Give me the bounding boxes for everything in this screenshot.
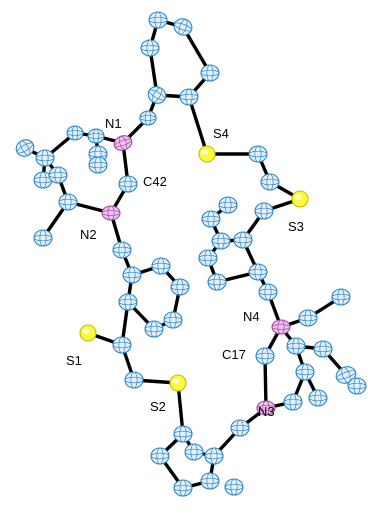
atom-c5: [147, 86, 167, 104]
atom-c21: [170, 278, 190, 296]
atom-c43: [295, 363, 315, 381]
atom-c33: [224, 478, 244, 496]
atom-c15: [88, 156, 108, 174]
atom-c22: [163, 311, 183, 329]
atom-c42: [118, 175, 138, 193]
atom-c28: [150, 447, 170, 465]
atom-c32: [184, 443, 204, 461]
atom-label-s1: S1: [66, 353, 82, 368]
atom-c14: [48, 166, 68, 184]
atom-c48: [233, 231, 253, 249]
atom-n3: [256, 400, 276, 416]
atom-c27: [173, 425, 193, 443]
atom-c41: [347, 377, 367, 395]
atom-label-n3: N3: [258, 404, 275, 419]
label-layer: N1 S4 C42 N2 S3 N4 C17 S1 S2 N3: [66, 116, 304, 419]
atom-s4: [198, 145, 216, 163]
atom-c8: [87, 128, 105, 144]
atom-c56: [248, 145, 268, 163]
atom-c16: [58, 193, 78, 211]
atom-c47: [248, 263, 268, 281]
atom-c24: [118, 293, 138, 311]
atom-c20: [151, 257, 171, 275]
atom-c4: [179, 88, 199, 106]
atom-s2: [169, 374, 187, 392]
atom-c29: [173, 479, 193, 497]
atom-c17: [33, 229, 53, 247]
atom-c25: [112, 336, 132, 354]
atom-c50: [198, 249, 218, 267]
atom-c54: [254, 202, 274, 220]
atom-c51: [207, 273, 227, 291]
atom-c2: [173, 18, 193, 36]
atom-label-c17: C17: [222, 347, 246, 362]
atom-label-n2: N2: [80, 227, 97, 242]
atom-c49: [211, 232, 231, 250]
atom-c31: [204, 447, 224, 465]
atom-c38: [331, 288, 351, 306]
atom-c18: [112, 241, 132, 259]
atom-c36: [286, 337, 306, 355]
atom-c44: [283, 393, 303, 411]
atom-n1: [113, 135, 133, 151]
atom-c55: [260, 173, 280, 191]
bond-s4-c4: [187, 95, 209, 156]
bond-n3-c35: [263, 354, 268, 410]
atom-label-n1: N1: [105, 116, 122, 131]
atom-c53: [218, 196, 238, 214]
atom-c23: [144, 320, 164, 338]
atom-c1: [148, 11, 168, 29]
atom-c11: [15, 139, 35, 157]
atom-label-c42: C42: [143, 174, 167, 189]
atom-c34: [230, 419, 250, 437]
atom-label-s2: S2: [150, 399, 166, 414]
atom-c12: [35, 149, 55, 167]
atom-c9: [66, 125, 84, 141]
atom-layer: [15, 11, 367, 497]
atom-c46: [258, 283, 278, 301]
atom-c6: [140, 39, 160, 57]
atom-s3: [291, 190, 309, 208]
atom-c37: [298, 309, 318, 327]
atom-label-s4: S4: [213, 126, 229, 141]
atom-n4: [271, 319, 291, 335]
atom-c45: [308, 389, 328, 407]
atom-c52: [201, 210, 221, 228]
atom-c19: [122, 266, 142, 284]
atom-c26: [124, 371, 144, 389]
atom-c35: [255, 347, 275, 365]
atom-c7: [139, 110, 157, 126]
atom-label-s3: S3: [288, 219, 304, 234]
atom-s1: [79, 324, 97, 342]
atom-c30: [200, 472, 220, 490]
atom-c3: [200, 64, 220, 82]
atom-n2: [101, 205, 121, 221]
atom-c39: [313, 340, 333, 358]
atom-label-n4: N4: [243, 309, 260, 324]
